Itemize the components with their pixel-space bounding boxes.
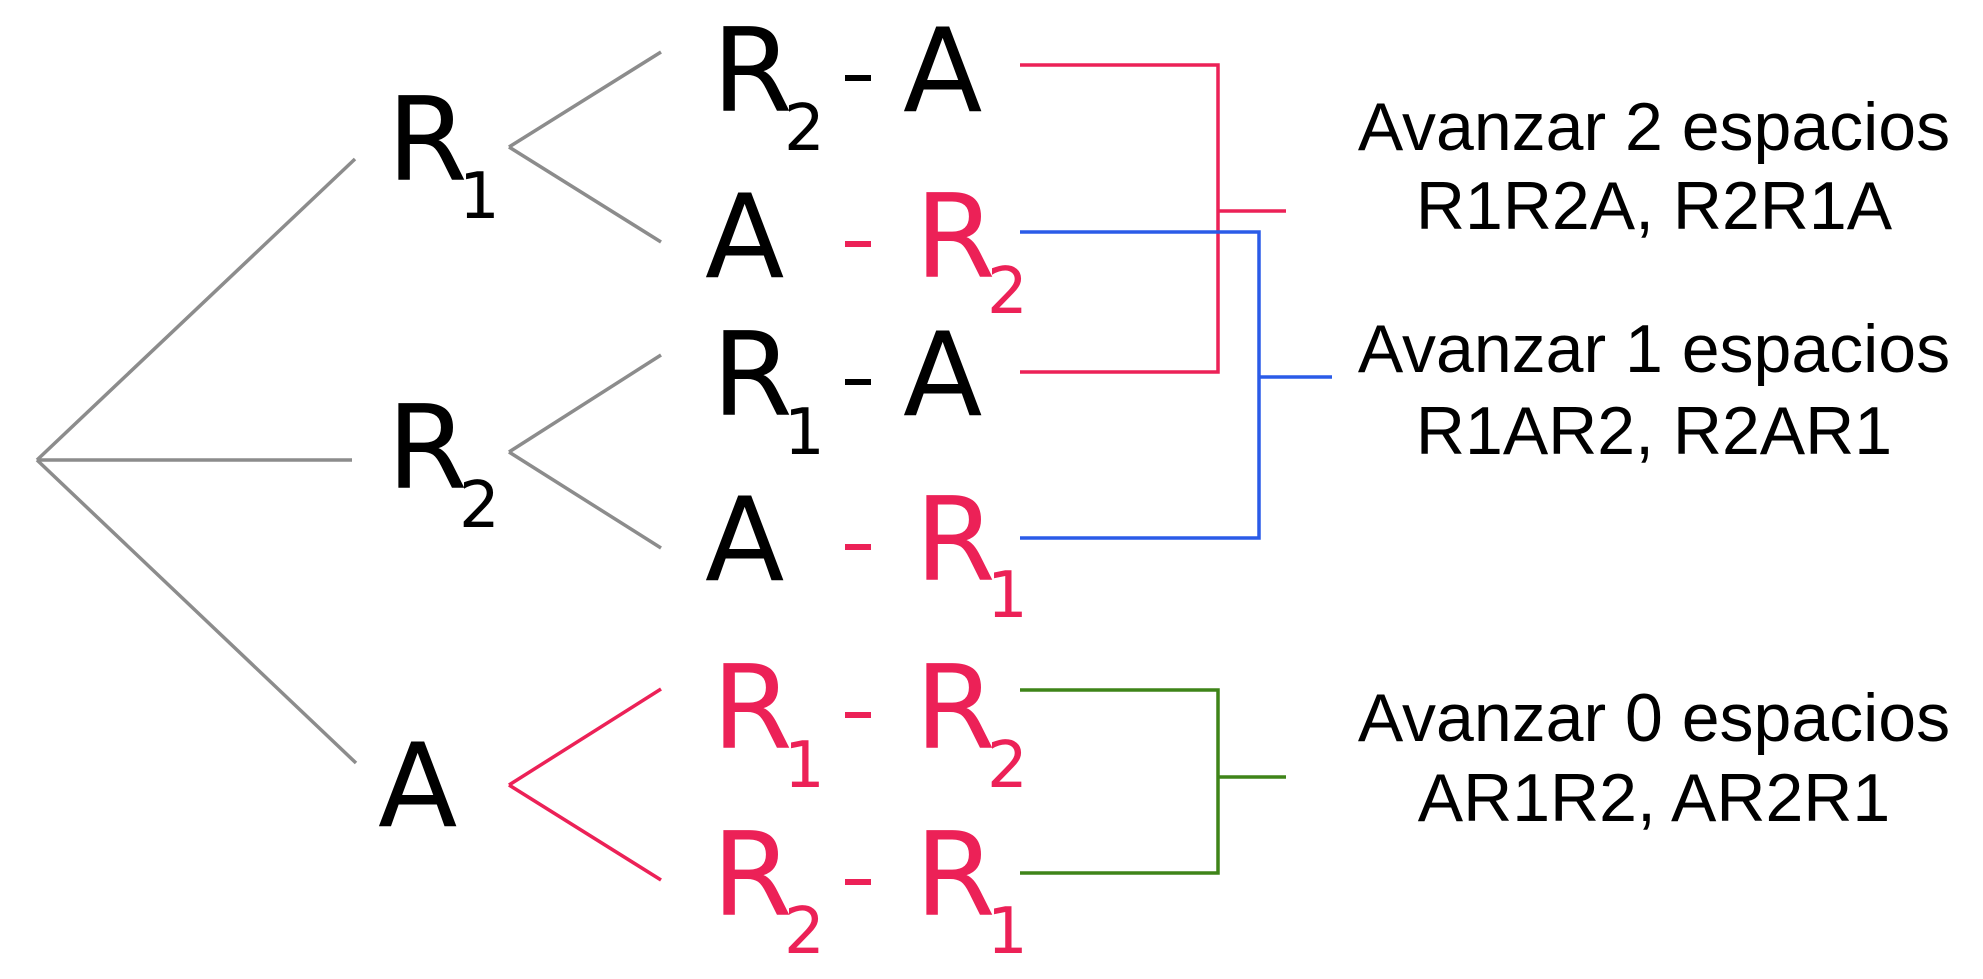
leaf-first-letter: A [705, 473, 784, 608]
bracket-group-2 [1020, 63, 1220, 374]
leaf-second-subscript: 1 [987, 559, 1028, 633]
outcome-1-title: Avanzar 1 espacios [1358, 311, 1950, 387]
leaf-first-subscript: 1 [784, 729, 825, 803]
outcome-1-sequences: R1AR2, R2AR1 [1416, 393, 1892, 469]
leaf-second-letter: R [915, 170, 996, 305]
leaf-first-letter: A [705, 170, 784, 305]
leaf-first-subscript: 2 [784, 92, 825, 166]
bracket-group-0 [1020, 688, 1220, 875]
outcome-0-block: Avanzar 0 espacios AR1R2, AR2R1 [1358, 680, 1950, 836]
root-to-r1-edge [35, 157, 357, 462]
bracket-group-1 [1020, 230, 1261, 540]
leaf-second-subscript: 2 [987, 255, 1028, 329]
leaf-second-letter: R [915, 641, 996, 776]
tree-nodes: R1R2A [378, 73, 500, 854]
node-r1: R [387, 73, 468, 208]
outcome-0-sequences: AR1R2, AR2R1 [1418, 760, 1890, 836]
leaf-first-letter: R [712, 4, 793, 139]
leaf-outcome: R1 A [712, 308, 982, 470]
leaf-second-letter: A [903, 4, 982, 139]
node-r1-subscript: 1 [459, 160, 500, 234]
root-to-a-edge [35, 458, 358, 765]
leaf-second-letter: R [915, 473, 996, 608]
leaf-dash [845, 241, 871, 247]
leaf-first-subscript: 1 [784, 396, 825, 470]
leaf-dash [845, 544, 871, 550]
tree-edges [35, 50, 662, 882]
outcome-0-title: Avanzar 0 espacios [1358, 680, 1950, 756]
leaf-first-letter: R [712, 308, 793, 443]
leaf-edge [508, 353, 662, 454]
outcome-2-title: Avanzar 2 espacios [1358, 89, 1950, 165]
leaf-edge [508, 783, 662, 882]
leaf-first-letter: R [712, 641, 793, 776]
leaf-outcome: R2 A [712, 4, 982, 166]
leaf-dash [845, 712, 871, 718]
outcome-brackets [1020, 63, 1332, 875]
node-a: A [378, 719, 457, 854]
leaf-edge [508, 145, 662, 244]
node-r2-subscript: 2 [459, 469, 500, 543]
node-r2: R [387, 381, 468, 516]
leaf-edge [508, 50, 662, 149]
leaf-second-letter: A [903, 308, 982, 443]
leaf-dash [845, 75, 871, 81]
leaf-second-letter: R [915, 808, 996, 943]
leaf-dash [845, 879, 871, 885]
leaf-second-subscript: 2 [987, 729, 1028, 803]
leaf-edge [508, 687, 662, 787]
outcome-2-sequences: R1R2A, R2R1A [1416, 168, 1893, 244]
outcome-1-block: Avanzar 1 espacios R1AR2, R2AR1 [1358, 311, 1950, 469]
leaf-first-letter: R [712, 808, 793, 943]
leaf-first-subscript: 2 [784, 895, 825, 969]
leaf-dash [845, 379, 871, 385]
leaf-edge [508, 450, 662, 550]
leaf-second-subscript: 1 [987, 895, 1028, 969]
outcome-2-block: Avanzar 2 espacios R1R2A, R2R1A [1358, 89, 1950, 244]
